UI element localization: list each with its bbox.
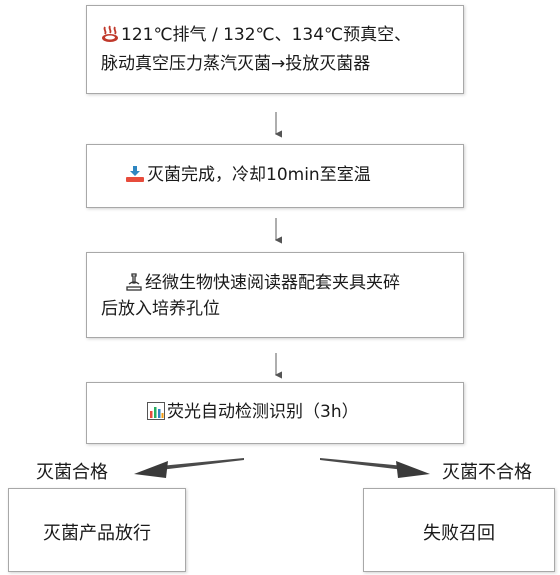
branch-label-fail: 灭菌不合格 xyxy=(442,462,532,483)
result-recall-label: 失败召回 xyxy=(423,523,495,544)
branch-label-pass: 灭菌合格 xyxy=(36,462,108,483)
step-cool: 灭菌完成，冷却10min至室温 xyxy=(86,144,464,208)
step-4-line-1: 荧光自动检测识别（3h） xyxy=(167,402,359,422)
result-release-label: 灭菌产品放行 xyxy=(43,523,151,544)
result-release: 灭菌产品放行 xyxy=(8,488,186,572)
step-3-line-1: 经微生物快速阅读器配套夹具夹碎 xyxy=(145,273,400,293)
branch-arrow-right xyxy=(320,458,430,478)
cooling-icon xyxy=(125,165,145,191)
step-1-line-2: 脉动真空压力蒸汽灭菌→投放灭菌器 xyxy=(101,54,371,74)
branch-arrow-left xyxy=(134,458,244,478)
step-sterilize: 121℃排气 / 132℃、134℃预真空、 脉动真空压力蒸汽灭菌→投放灭菌器 xyxy=(86,5,464,94)
hot-springs-icon xyxy=(101,25,119,51)
bar-chart-icon xyxy=(147,402,165,428)
step-3-line-2: 后放入培养孔位 xyxy=(101,299,220,319)
step-1-line-1: 121℃排气 / 132℃、134℃预真空、 xyxy=(121,25,412,45)
result-recall: 失败召回 xyxy=(363,488,555,572)
step-2-line-1: 灭菌完成，冷却10min至室温 xyxy=(147,165,371,185)
microscope-icon xyxy=(125,273,143,299)
step-detect: 荧光自动检测识别（3h） xyxy=(86,382,464,444)
step-reader: 经微生物快速阅读器配套夹具夹碎 后放入培养孔位 xyxy=(86,252,464,338)
